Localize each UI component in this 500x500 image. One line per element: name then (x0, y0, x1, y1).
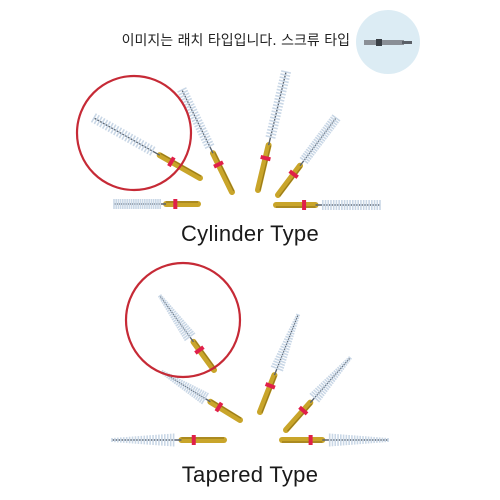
brush-cylinder-4 (113, 199, 201, 209)
brush-cylinder-6 (90, 113, 203, 181)
brush-tapered-1 (160, 369, 243, 423)
image-notice: 이미지는 래치 타입입니다. 스크류 타입 (121, 33, 350, 49)
brush-tapered-4 (111, 433, 227, 447)
screw-tip-icon (364, 39, 412, 46)
brush-cylinder-5 (273, 200, 381, 210)
brush-tapered-5 (279, 433, 389, 447)
magnifier-circle-icon (124, 261, 242, 379)
brush-cylinder-2 (255, 70, 292, 193)
magnifier-circle-icon (75, 74, 193, 192)
brush-cylinder-1 (177, 87, 235, 195)
tapered-type-caption: Tapered Type (181, 462, 319, 487)
brush-cylinder-3 (275, 114, 341, 198)
brush-tapered-3 (283, 356, 353, 433)
cylinder-type-caption: Cylinder Type (180, 221, 319, 246)
brush-tapered-2 (257, 313, 301, 415)
screw-type-thumbnail (356, 10, 420, 74)
brush-tapered-6 (157, 294, 217, 373)
